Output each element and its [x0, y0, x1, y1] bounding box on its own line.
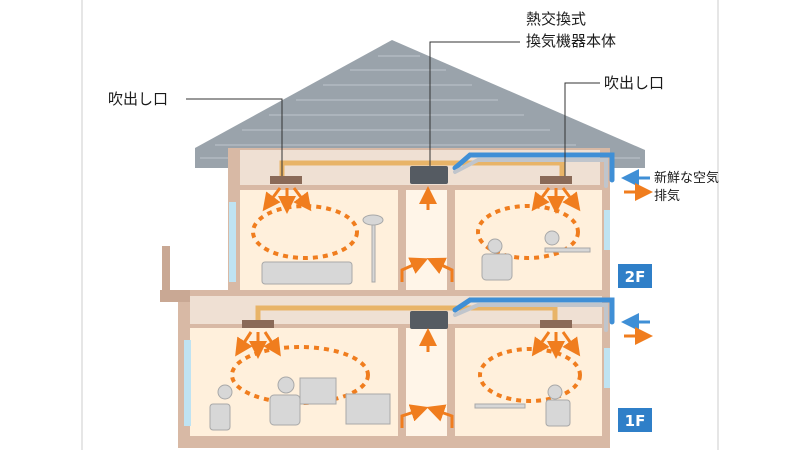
room-1f-right: [455, 328, 602, 436]
floor-tag-1f-text: 1F: [625, 412, 646, 430]
outlet-vent-2f-left: [270, 176, 302, 184]
floor-tag-2f: 2F: [618, 264, 652, 288]
duct-network-1f: [255, 297, 615, 332]
outlet-vent-2f-right: [540, 176, 572, 184]
furniture-silhouettes: [209, 214, 591, 431]
outlet-vent-1f-right: [540, 320, 572, 328]
heat-exchanger-unit-1f: [410, 311, 448, 329]
external-air-arrows: [621, 169, 653, 345]
floor-tag-1f: 1F: [618, 408, 652, 432]
floor-tag-2f-text: 2F: [625, 268, 646, 286]
label-exhaust: 排気: [654, 188, 680, 204]
label-outlet-left: 吹出し口: [108, 90, 168, 108]
label-fresh-air: 新鮮な空気: [654, 170, 719, 186]
label-unit-line1: 熱交換式: [526, 10, 586, 28]
label-unit-line2: 換気機器本体: [526, 32, 616, 50]
outlet-vent-1f-left: [242, 320, 274, 328]
leader-lines: [186, 41, 600, 176]
heat-exchanger-unit-2f: [410, 166, 448, 184]
label-outlet-right: 吹出し口: [604, 74, 664, 92]
airflow-arrows: [230, 186, 582, 428]
